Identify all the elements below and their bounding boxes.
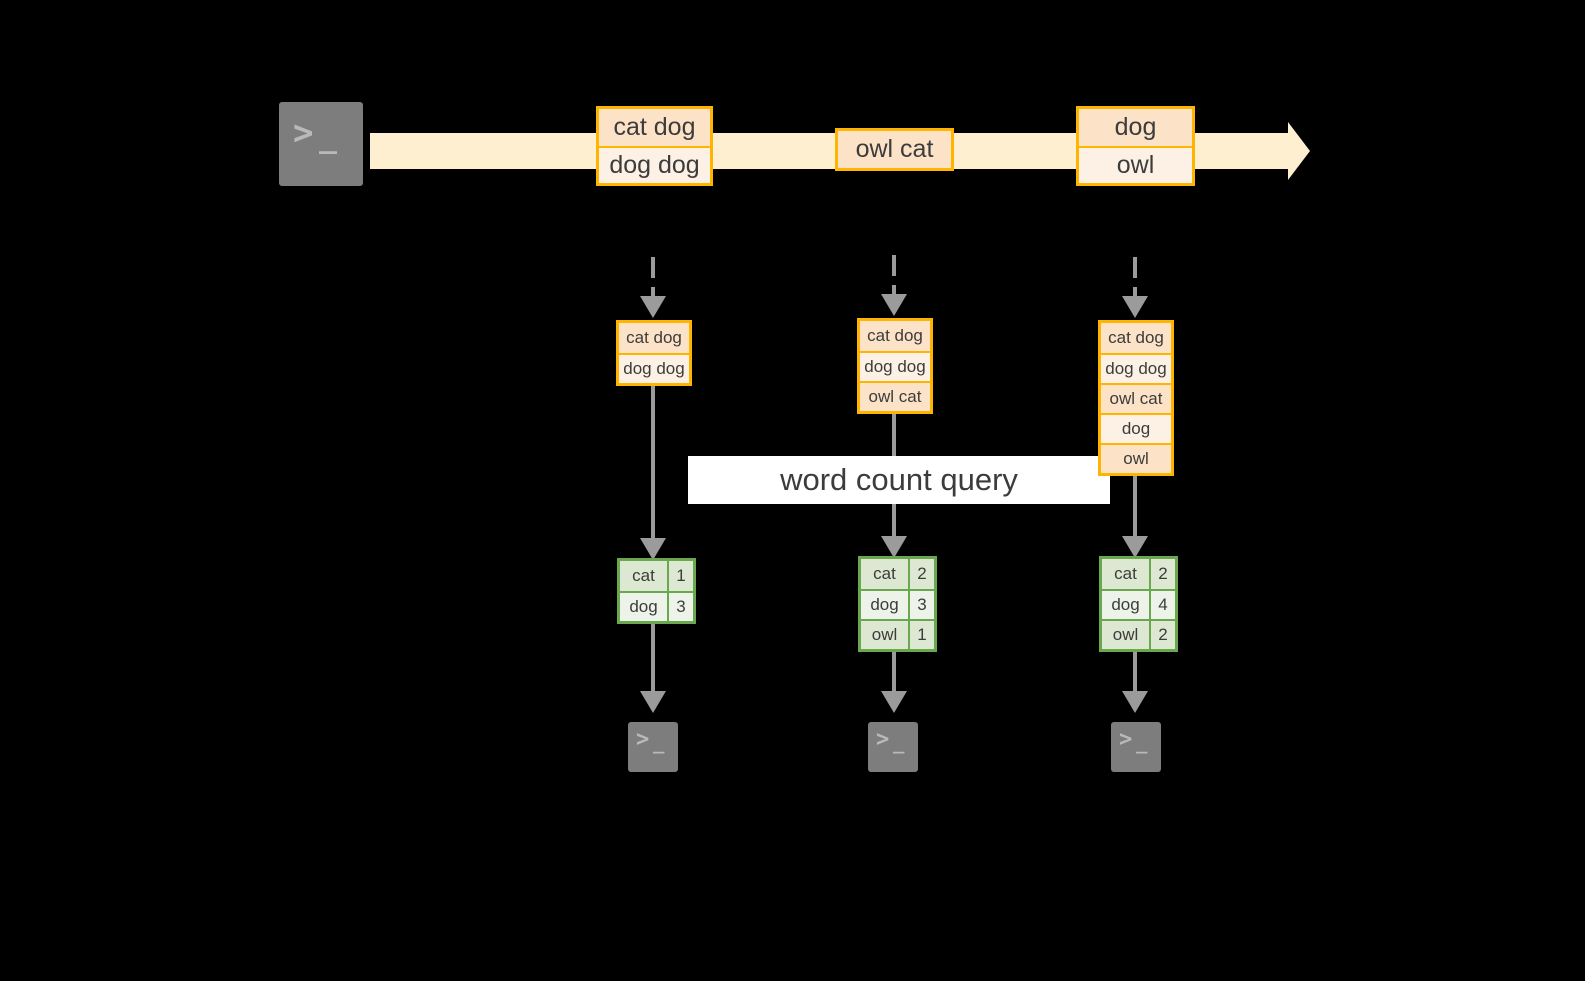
snapshot-line: owl cat — [860, 381, 930, 411]
snapshot-line: owl cat — [1101, 383, 1171, 413]
result-count: 2 — [1149, 559, 1175, 589]
snapshot-to-result-arrowhead-2 — [881, 536, 907, 558]
snapshot-line: dog dog — [619, 353, 689, 383]
snapshot-line: cat dog — [619, 323, 689, 353]
table-row: owl 1 — [861, 619, 934, 649]
result-to-consumer-line-2 — [892, 650, 896, 692]
event-line: dog dog — [599, 146, 710, 183]
stream-to-snapshot-dashed-line-1 — [651, 257, 655, 297]
terminal-prompt-glyph: > — [1119, 727, 1133, 752]
result-word: cat — [1102, 559, 1149, 589]
stream-to-snapshot-arrowhead-1 — [640, 296, 666, 318]
snapshot-2: cat dog dog dog owl cat — [857, 318, 933, 414]
terminal-body — [1111, 722, 1161, 772]
result-table-2: cat 2 dog 3 owl 1 — [858, 556, 937, 652]
result-count: 1 — [667, 561, 693, 591]
consumer-terminal-icon-2: > _ — [860, 714, 926, 780]
table-row: cat 2 — [861, 559, 934, 589]
table-row: cat 2 — [1102, 559, 1175, 589]
event-line: owl — [1079, 146, 1192, 183]
event-line: cat dog — [599, 109, 710, 146]
terminal-cursor-glyph: _ — [653, 732, 665, 754]
snapshot-line: cat dog — [860, 321, 930, 351]
result-word: dog — [620, 593, 667, 621]
terminal-body — [279, 102, 363, 186]
terminal-prompt-glyph: > — [876, 727, 890, 752]
result-word: cat — [861, 559, 908, 589]
terminal-body — [868, 722, 918, 772]
result-count: 3 — [667, 593, 693, 621]
stream-to-snapshot-arrowhead-3 — [1122, 296, 1148, 318]
producer-terminal-icon: > _ — [268, 91, 374, 197]
stream-event-3: dog owl — [1076, 106, 1195, 186]
stream-event-2: owl cat — [835, 128, 954, 171]
stream-to-snapshot-arrowhead-2 — [881, 294, 907, 316]
result-to-consumer-arrowhead-2 — [881, 691, 907, 713]
snapshot-line: dog dog — [860, 351, 930, 381]
result-table-3: cat 2 dog 4 owl 2 — [1099, 556, 1178, 652]
query-label: word count query — [688, 456, 1110, 504]
table-row: dog 3 — [861, 589, 934, 619]
terminal-prompt-glyph: > — [636, 727, 650, 752]
terminal-cursor-glyph: _ — [319, 120, 338, 155]
event-line: owl cat — [838, 131, 951, 168]
result-to-consumer-line-1 — [651, 620, 655, 692]
result-word: cat — [620, 561, 667, 591]
stream-event-1: cat dog dog dog — [596, 106, 713, 186]
snapshot-line: dog dog — [1101, 353, 1171, 383]
table-row: dog 4 — [1102, 589, 1175, 619]
event-line: dog — [1079, 109, 1192, 146]
terminal-cursor-glyph: _ — [893, 732, 905, 754]
result-to-consumer-arrowhead-1 — [640, 691, 666, 713]
snapshot-line: dog — [1101, 413, 1171, 443]
result-to-consumer-line-3 — [1133, 650, 1137, 692]
terminal-prompt-glyph: > — [293, 113, 314, 153]
consumer-terminal-icon-1: > _ — [620, 714, 686, 780]
terminal-body — [628, 722, 678, 772]
result-count: 2 — [1149, 621, 1175, 649]
snapshot-line: owl — [1101, 443, 1171, 473]
snapshot-to-result-arrowhead-3 — [1122, 536, 1148, 558]
snapshot-3: cat dog dog dog owl cat dog owl — [1098, 320, 1174, 476]
table-row: cat 1 — [620, 561, 693, 591]
result-word: dog — [861, 591, 908, 619]
result-count: 1 — [908, 621, 934, 649]
result-word: dog — [1102, 591, 1149, 619]
snapshot-to-result-line-3 — [1133, 474, 1137, 537]
stream-to-snapshot-dashed-line-3 — [1133, 257, 1137, 297]
snapshot-line: cat dog — [1101, 323, 1171, 353]
result-count: 2 — [908, 559, 934, 589]
table-row: owl 2 — [1102, 619, 1175, 649]
terminal-cursor-glyph: _ — [1136, 732, 1148, 754]
snapshot-to-result-line-1 — [651, 384, 655, 539]
snapshot-to-result-arrowhead-1 — [640, 538, 666, 560]
result-count: 3 — [908, 591, 934, 619]
result-word: owl — [1102, 621, 1149, 649]
result-table-1: cat 1 dog 3 — [617, 558, 696, 624]
result-to-consumer-arrowhead-3 — [1122, 691, 1148, 713]
snapshot-1: cat dog dog dog — [616, 320, 692, 386]
result-count: 4 — [1149, 591, 1175, 619]
stream-arrowhead-icon — [1288, 122, 1310, 180]
stream-to-snapshot-dashed-line-2 — [892, 255, 896, 295]
table-row: dog 3 — [620, 591, 693, 621]
consumer-terminal-icon-3: > _ — [1103, 714, 1169, 780]
result-word: owl — [861, 621, 908, 649]
